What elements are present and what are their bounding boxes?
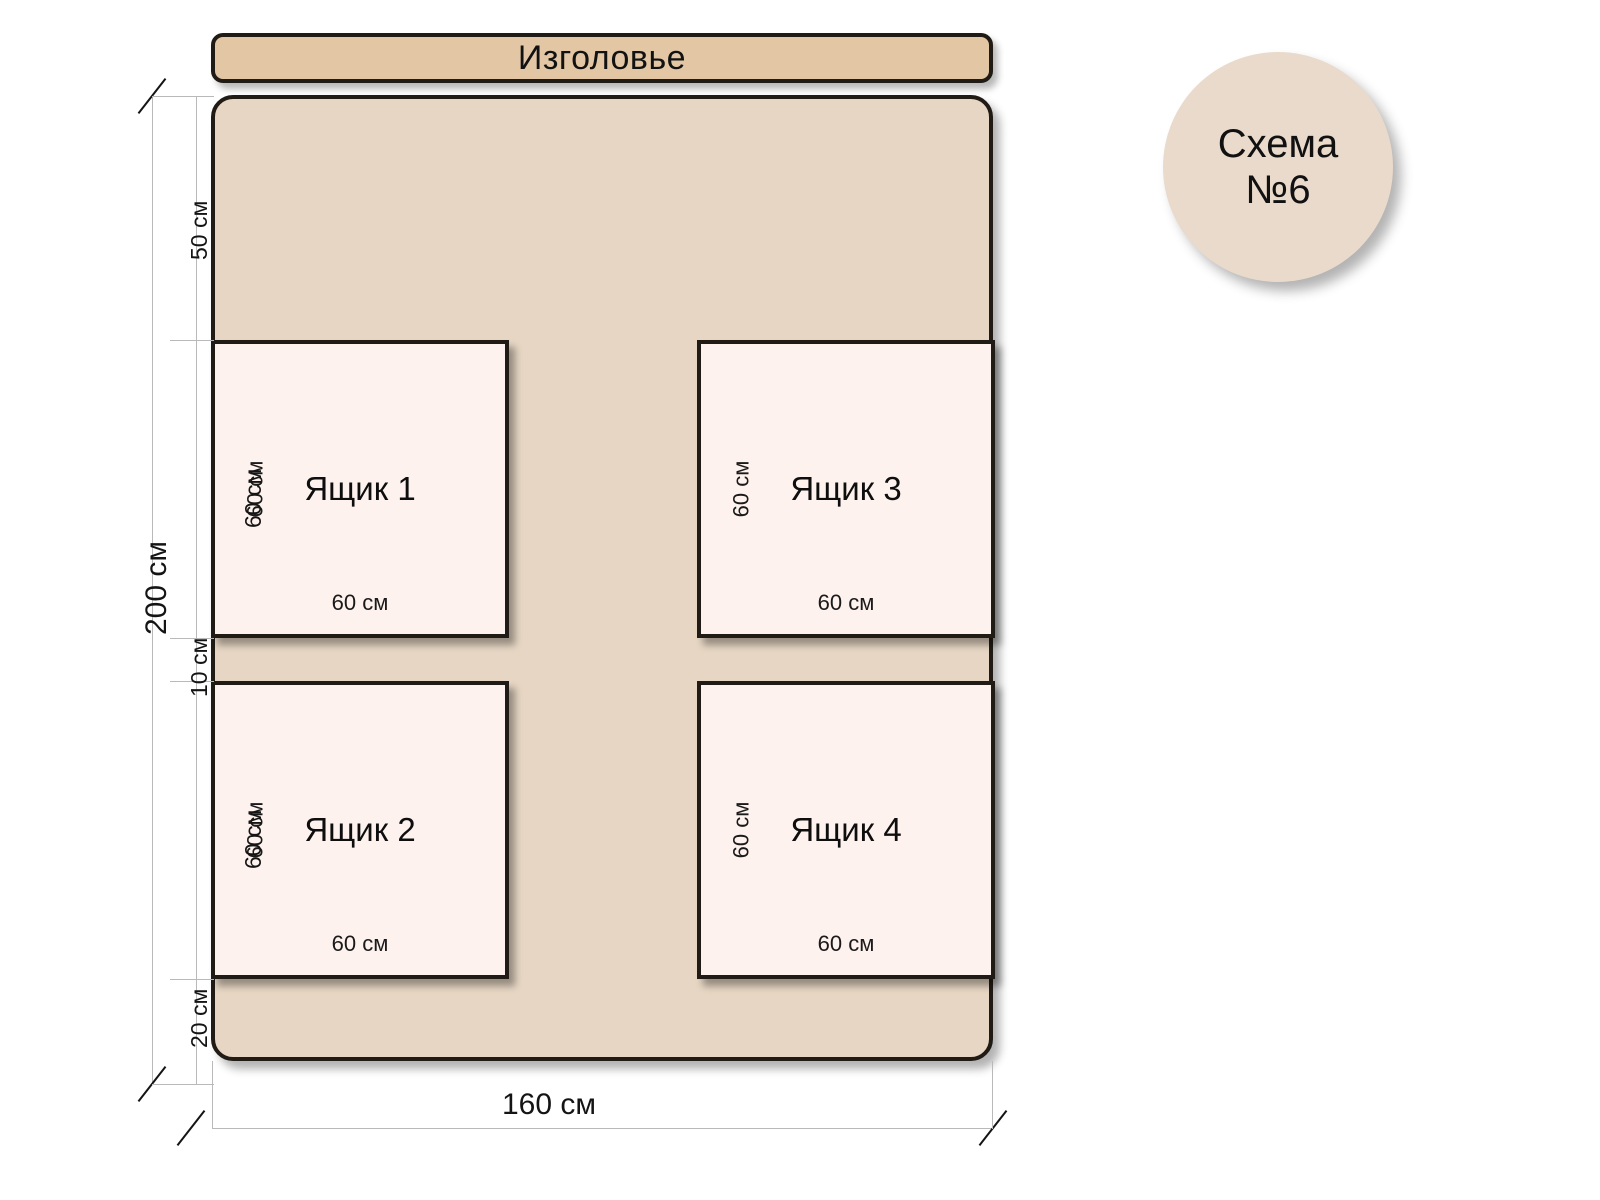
segment-label-drawer-row-1: 60 см [240, 468, 266, 528]
drawer-3-width-label: 60 см [817, 590, 875, 615]
total-height-label: 200 см [140, 540, 173, 635]
scheme-badge-number: №6 [1245, 168, 1311, 212]
segment-separator-4 [170, 979, 214, 980]
headboard-block: Изголовье [211, 33, 993, 83]
drawer-1-width-label: 60 см [331, 590, 389, 615]
segment-label-bottom-gap: 20 см [186, 988, 212, 1048]
headboard-label: Изголовье [517, 38, 687, 77]
segment-separator-top [152, 96, 214, 97]
outer-width-ext-right [992, 1061, 993, 1129]
outer-width-ext-left [212, 1061, 213, 1129]
drawer-2: 60 см Ящик 2 60 см [211, 681, 509, 979]
segment-label-middle-gap: 10 см [186, 637, 212, 697]
segment-separator-2 [170, 638, 214, 639]
drawer-4-label: Ящик 4 [790, 811, 902, 848]
scheme-badge-title: Схема [1217, 122, 1339, 166]
outer-height-dimension-line [152, 96, 153, 1084]
segment-separator-3 [170, 681, 214, 682]
drawer-3: 60 см Ящик 3 60 см [697, 340, 995, 638]
drawer-2-label: Ящик 2 [304, 811, 416, 848]
drawer-4: 60 см Ящик 4 60 см [697, 681, 995, 979]
drawer-1-label: Ящик 1 [304, 470, 416, 507]
segment-dimension-line [196, 96, 197, 1084]
segment-label-top-gap: 50 см [186, 200, 212, 260]
total-width-label: 160 см [502, 1088, 597, 1121]
scheme-badge: Схема №6 [1163, 52, 1393, 282]
outer-width-dimension-line [212, 1128, 993, 1129]
drawer-3-label: Ящик 3 [790, 470, 902, 507]
drawer-1: 60 см Ящик 1 60 см [211, 340, 509, 638]
outer-width-tick-left [176, 1110, 206, 1146]
segment-separator-bottom [152, 1084, 214, 1085]
drawer-2-width-label: 60 см [331, 931, 389, 956]
segment-label-drawer-row-2: 60 см [240, 809, 266, 869]
drawer-4-width-label: 60 см [817, 931, 875, 956]
segment-separator-1 [170, 340, 214, 341]
